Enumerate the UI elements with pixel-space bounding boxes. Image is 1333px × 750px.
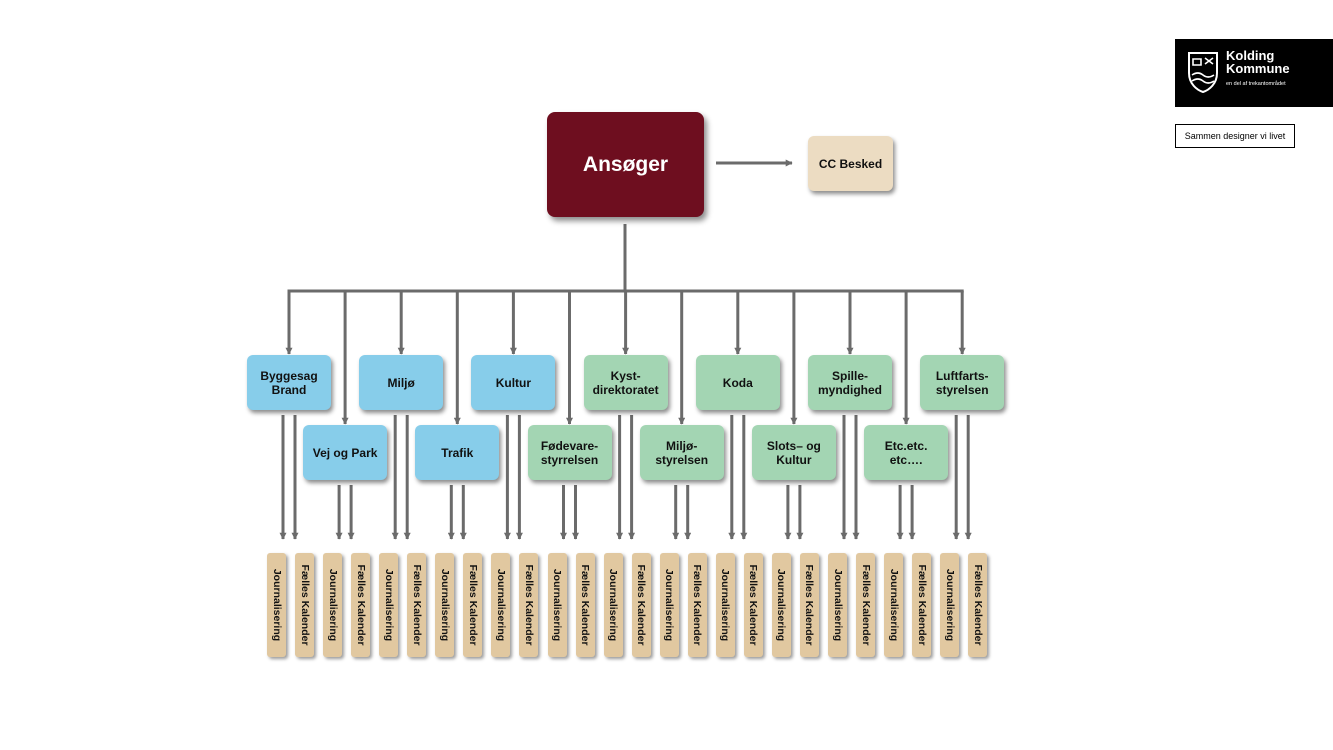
journal-tag-label: Journalisering: [382, 568, 395, 642]
department-box: Trafik: [415, 425, 500, 480]
calendar-tag: Fælles Kalender: [351, 553, 371, 657]
journal-tag-label: Journalisering: [663, 568, 676, 642]
department-label: Vej og Park: [312, 445, 378, 460]
journal-tag-label: Journalisering: [719, 568, 732, 642]
journal-tag: Journalisering: [547, 553, 567, 657]
journal-tag-label: Journalisering: [326, 568, 339, 642]
department-box: Fødevare- styrrelsen: [527, 425, 612, 480]
department-box: Kultur: [471, 355, 556, 410]
slogan-text: Sammen designer vi livet: [1184, 131, 1286, 141]
department-box: Miljø: [359, 355, 444, 410]
journal-tag: Journalisering: [603, 553, 623, 657]
journal-tag-label: Journalisering: [551, 568, 563, 642]
journal-tag-label: Journalisering: [438, 568, 451, 642]
department-box: Koda: [695, 355, 780, 410]
journal-tag: Journalisering: [940, 553, 960, 657]
calendar-tag: Fælles Kalender: [631, 553, 651, 657]
department-box: Slots– og Kultur: [751, 425, 836, 480]
department-box: Miljø- styrelsen: [639, 425, 724, 480]
calendar-tag: Fælles Kalender: [575, 553, 595, 657]
journal-tag: Journalisering: [491, 553, 511, 657]
cc-message-box: CC Besked: [808, 136, 893, 191]
journal-tag: Journalisering: [884, 553, 904, 657]
applicant-box: Ansøger: [547, 112, 704, 217]
department-label: Slots– og Kultur: [766, 438, 821, 467]
calendar-tag-label: Fælles Kalender: [579, 564, 591, 646]
department-label: Byggesag Brand: [260, 368, 318, 397]
department-label: Miljø: [387, 375, 415, 390]
calendar-tag-label: Fælles Kalender: [971, 564, 984, 646]
journal-tag-label: Journalisering: [887, 568, 900, 642]
calendar-tag: Fælles Kalender: [463, 553, 483, 657]
calendar-tag: Fælles Kalender: [519, 553, 539, 657]
journal-tag-label: Journalisering: [775, 568, 788, 642]
calendar-tag-label: Fælles Kalender: [859, 564, 872, 646]
calendar-tag-label: Fælles Kalender: [635, 564, 648, 646]
logo-tagline: en del af trekantområdet: [1226, 81, 1286, 87]
journal-tag: Journalisering: [715, 553, 735, 657]
calendar-tag: Fælles Kalender: [407, 553, 427, 657]
calendar-tag: Fælles Kalender: [799, 553, 819, 657]
calendar-tag-label: Fælles Kalender: [747, 564, 760, 646]
calendar-tag-label: Fælles Kalender: [410, 564, 423, 646]
department-label: Koda: [722, 375, 753, 390]
journal-tag: Journalisering: [323, 553, 343, 657]
journal-tag: Journalisering: [771, 553, 791, 657]
journal-tag: Journalisering: [659, 553, 679, 657]
journal-tag-label: Journalisering: [607, 568, 620, 642]
department-box: Spille- myndighed: [808, 355, 892, 410]
calendar-tag-label: Fælles Kalender: [298, 564, 311, 646]
department-label: Kultur: [495, 375, 532, 390]
journal-tag: Journalisering: [828, 553, 847, 657]
department-label: Fødevare- styrrelsen: [540, 438, 599, 467]
kolding-kommune-logo: Kolding Kommune en del af trekantområdet: [1175, 39, 1333, 107]
department-box: Luftfarts- styrelsen: [920, 355, 1005, 410]
calendar-tag: Fælles Kalender: [912, 553, 932, 657]
slogan-box: Sammen designer vi livet: [1175, 124, 1295, 148]
department-label: Kyst- direktoratet: [592, 368, 659, 397]
department-label: Spille- myndighed: [817, 368, 882, 397]
journal-tag: Journalisering: [379, 553, 399, 657]
applicant-label: Ansøger: [582, 152, 669, 176]
cc-message-label: CC Besked: [818, 156, 883, 171]
department-box: Byggesag Brand: [247, 355, 331, 410]
department-box: Kyst- direktoratet: [583, 355, 668, 410]
calendar-tag-label: Fælles Kalender: [466, 564, 479, 646]
journal-tag: Journalisering: [435, 553, 455, 657]
department-label: Miljø- styrelsen: [655, 438, 709, 467]
calendar-tag: Fælles Kalender: [856, 553, 875, 657]
journal-tag-label: Journalisering: [270, 568, 283, 642]
calendar-tag-label: Fælles Kalender: [354, 564, 367, 646]
journal-tag-label: Journalisering: [831, 568, 844, 642]
journal-tag: Journalisering: [267, 553, 286, 657]
department-box: Vej og Park: [303, 425, 388, 480]
department-box: Etc.etc. etc….: [864, 425, 949, 480]
calendar-tag-label: Fælles Kalender: [522, 564, 535, 646]
department-label: Luftfarts- styrelsen: [935, 368, 989, 397]
logo-name: Kolding Kommune: [1226, 48, 1290, 76]
calendar-tag-label: Fælles Kalender: [691, 564, 704, 646]
department-label: Trafik: [441, 445, 474, 460]
calendar-tag-label: Fælles Kalender: [803, 564, 816, 646]
journal-tag-label: Journalisering: [494, 568, 507, 642]
calendar-tag: Fælles Kalender: [687, 553, 707, 657]
calendar-tag-label: Fælles Kalender: [915, 564, 928, 646]
department-label: Etc.etc. etc….: [884, 438, 928, 467]
journal-tag-label: Journalisering: [943, 568, 956, 642]
crest-icon: [1188, 52, 1218, 93]
calendar-tag: Fælles Kalender: [968, 553, 988, 657]
calendar-tag: Fælles Kalender: [295, 553, 314, 657]
calendar-tag: Fælles Kalender: [743, 553, 763, 657]
